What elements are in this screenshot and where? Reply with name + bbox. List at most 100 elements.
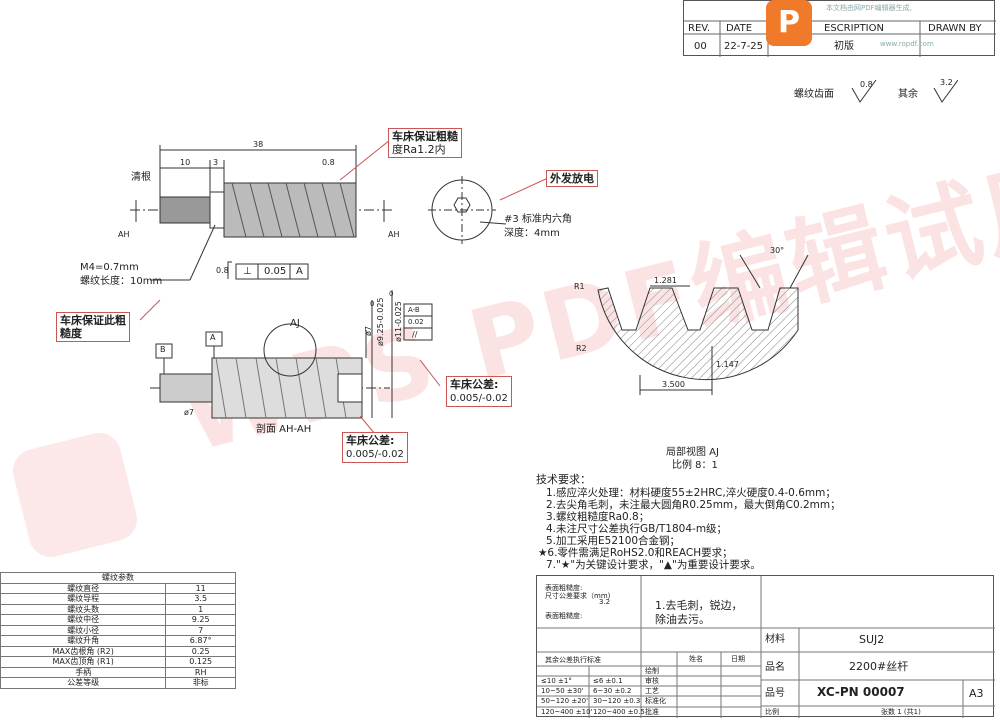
dim-d925-top: 0 bbox=[370, 300, 375, 308]
surface-note-1: 表面粗糙度: bbox=[545, 584, 583, 592]
requirement-item: 5.加工采用E52100合金钢； bbox=[546, 534, 681, 547]
datum-b: B bbox=[160, 345, 166, 354]
role-process: 工艺 bbox=[645, 687, 659, 695]
name-col-header: 姓名 bbox=[689, 655, 703, 663]
tol-linear-4: 120~400 ±0.5 bbox=[593, 708, 645, 716]
tolerance-symbol: ⊥ bbox=[243, 266, 252, 277]
role-review: 审核 bbox=[645, 677, 659, 685]
surface-thread-value: 0.8 bbox=[860, 80, 873, 89]
description-header: ESCRIPTION bbox=[824, 23, 884, 34]
dim-d7: ø7 bbox=[364, 326, 373, 336]
roughness-symbols-icon bbox=[851, 80, 958, 103]
surface-other-value: 3.2 bbox=[940, 78, 953, 87]
role-draw: 绘制 bbox=[645, 667, 659, 675]
surface-other-label: 其余 bbox=[898, 89, 918, 100]
tol-angle-1: ≤10 ±1° bbox=[541, 677, 572, 685]
tol-linear-1: ≤6 ±0.1 bbox=[593, 677, 623, 685]
name-label: 品名 bbox=[765, 662, 785, 673]
surface-note-3: 表面粗糙度: bbox=[545, 612, 583, 620]
rev-value: 00 bbox=[694, 41, 707, 52]
section-caption: 剖面 AH-AH bbox=[256, 424, 312, 435]
surface-thread-label: 螺纹齿面 bbox=[794, 89, 834, 100]
tol-angle-2: 10~50 ±30' bbox=[541, 687, 584, 695]
lathe-roughness-note: 车床保证粗糙度Ra1.2内 bbox=[388, 128, 462, 159]
parallel-value: 0.02 bbox=[408, 318, 424, 326]
table-row: MAX齿顶角 (R1)0.125 bbox=[0, 656, 236, 668]
material-value: SUJ2 bbox=[859, 633, 885, 646]
tol-linear-3: 30~120 ±0.3 bbox=[593, 697, 641, 705]
roughness-08: 0.8 bbox=[322, 158, 335, 167]
dim-38: 38 bbox=[253, 140, 264, 149]
sheet-count: 张数 1 (共1) bbox=[881, 708, 921, 716]
date-header: DATE bbox=[726, 23, 753, 34]
tol-linear-2: 6~30 ±0.2 bbox=[593, 687, 632, 695]
dim-d11: ø11-0.025 bbox=[394, 301, 403, 342]
lathe-roughness-note-2: 车床保证此粗糙度 bbox=[56, 312, 130, 343]
requirement-item: ★6.零件需满足RoHS2.0和REACH要求； bbox=[538, 546, 733, 559]
hex-socket-label: #3 标准内六角 bbox=[504, 214, 572, 225]
params-title: 螺纹参数 bbox=[0, 572, 236, 584]
m4-label: M4=0.7mm bbox=[80, 262, 139, 273]
requirement-item: 7."★"为关键设计要求，"▲"为重要设计要求。 bbox=[546, 559, 761, 572]
table-row: 公差等级非标 bbox=[0, 677, 236, 689]
revision-table: REV. DATE ESCRIPTION DRAWN BY 00 22-7-25… bbox=[683, 0, 996, 57]
radius-r2: R2 bbox=[576, 344, 587, 353]
tolerance-ref: A bbox=[296, 266, 303, 277]
rev-header: REV. bbox=[688, 23, 710, 34]
roughness-08b: 0.8 bbox=[216, 266, 229, 275]
part-number: XC-PN 00007 bbox=[817, 685, 905, 699]
surface-note-value: 3.2 bbox=[599, 598, 611, 606]
scale-label: 比例 bbox=[765, 708, 779, 716]
role-standard: 标准化 bbox=[645, 697, 666, 705]
detail-scale: 比例 8：1 bbox=[672, 460, 718, 471]
lathe-tolerance-note-2: 车床公差:0.005/-0.02 bbox=[342, 432, 408, 464]
description-value: 初版 bbox=[834, 41, 854, 52]
requirement-item: 3.螺纹粗糙度Ra0.8； bbox=[546, 510, 650, 523]
datum-a: A bbox=[210, 333, 216, 342]
tolerance-value: 0.05 bbox=[264, 266, 287, 277]
date-value: 22-7-25 bbox=[724, 41, 764, 52]
badge-caption-1: 本文档由网PDF编辑器生成, bbox=[826, 4, 912, 12]
radius-r1: R1 bbox=[574, 282, 585, 291]
part-label: 品号 bbox=[765, 688, 785, 699]
technical-requirements: 技术要求： 1.感应淬火处理：材料硬度55±2HRC,淬火硬度0.4-0.6mm… bbox=[536, 473, 841, 572]
dim-d7b: ø7 bbox=[184, 408, 194, 417]
tolerance-standard-title: 其余公差执行标准 bbox=[545, 656, 601, 664]
drawn-by-header: DRAWN BY bbox=[928, 23, 982, 34]
dim-3: 3 bbox=[213, 158, 219, 167]
edm-note: 外发放电 bbox=[546, 170, 598, 188]
tol-angle-4: 120~400 ±10' bbox=[541, 708, 593, 716]
dim-3500: 3.500 bbox=[662, 380, 685, 389]
detail-caption: 局部视图 AJ bbox=[666, 447, 719, 458]
hex-depth-label: 深度：4mm bbox=[504, 228, 560, 239]
table-row: MAX齿根角 (R2)0.25 bbox=[0, 645, 236, 657]
thread-length-label: 螺纹长度：10mm bbox=[80, 276, 163, 287]
thread-angle: 30° bbox=[770, 246, 785, 255]
requirement-item: 2.去尖角毛刺，未注最大圆角R0.25mm，最大倒角C0.2mm； bbox=[546, 498, 841, 511]
detail-aj-callout: AJ bbox=[290, 318, 300, 329]
badge-caption-2: www.ropdf.com bbox=[880, 40, 934, 48]
tol-angle-3: 50~120 ±20' bbox=[541, 697, 589, 705]
pdf-badge-icon: P bbox=[766, 0, 812, 46]
dim-10: 10 bbox=[180, 158, 191, 167]
requirements-title: 技术要求： bbox=[536, 473, 591, 486]
title-block: 表面粗糙度: 尺寸公差要求（mm) 表面粗糙度: 3.2 1.去毛刺，锐边， 除… bbox=[536, 575, 995, 718]
name-value: 2200#丝杆 bbox=[849, 660, 909, 673]
material-label: 材料 bbox=[765, 634, 785, 645]
requirement-item: 4.未注尺寸公差执行GB/T1804-m级； bbox=[546, 522, 728, 535]
surface-note-2: 尺寸公差要求（mm) bbox=[545, 592, 611, 600]
dim-1147: 1.147 bbox=[716, 360, 739, 369]
dim-1281: 1.281 bbox=[654, 276, 677, 285]
parallel-ref: A-B bbox=[408, 306, 420, 314]
role-approve: 批准 bbox=[645, 708, 659, 716]
ah-right-label: AH bbox=[388, 230, 400, 239]
date-col-header: 日期 bbox=[731, 655, 745, 663]
qing-gen-label: 清根 bbox=[131, 172, 151, 183]
dim-d11-top: 0 bbox=[389, 290, 394, 298]
